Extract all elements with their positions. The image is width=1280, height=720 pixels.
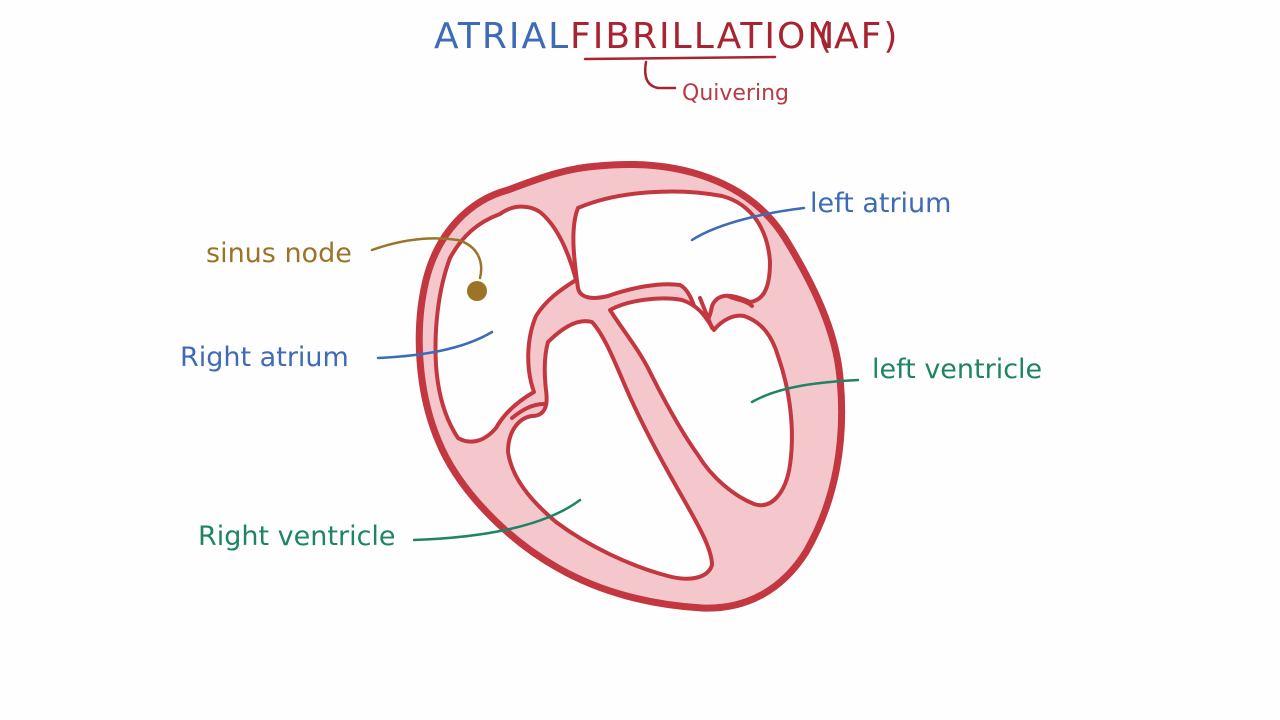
right-ventricle-chamber (506, 319, 714, 581)
label-sinus-node: sinus node (206, 238, 352, 269)
label-left-atrium: left atrium (810, 188, 951, 219)
right-atrium-chamber (433, 204, 578, 444)
title-word-fibrillation: FIBRILLATION (570, 16, 836, 57)
left-atrium-chamber (571, 189, 772, 325)
mitral-valve-left-flap (698, 296, 714, 330)
label-right-atrium: Right atrium (180, 342, 349, 373)
label-right-ventricle: Right ventricle (198, 521, 396, 552)
mitral-valve-right-flap (726, 294, 754, 308)
tricuspid-valve-flap (510, 402, 546, 420)
left-ventricle-leader (750, 378, 860, 404)
title-word-atrial: ATRIAL (434, 16, 570, 57)
right-ventricle-leader (412, 498, 582, 542)
label-left-ventricle: left ventricle (872, 354, 1042, 385)
quivering-note: Quivering (682, 81, 789, 106)
quivering-bracket (644, 60, 677, 90)
sinus-node-leader (370, 237, 483, 280)
title-abbreviation: (AF) (818, 16, 899, 57)
right-atrium-leader (376, 330, 494, 360)
sinus-node-dot (467, 281, 487, 301)
title-underline (583, 55, 777, 61)
left-atrium-leader (690, 206, 806, 242)
left-ventricle-chamber (608, 296, 794, 508)
